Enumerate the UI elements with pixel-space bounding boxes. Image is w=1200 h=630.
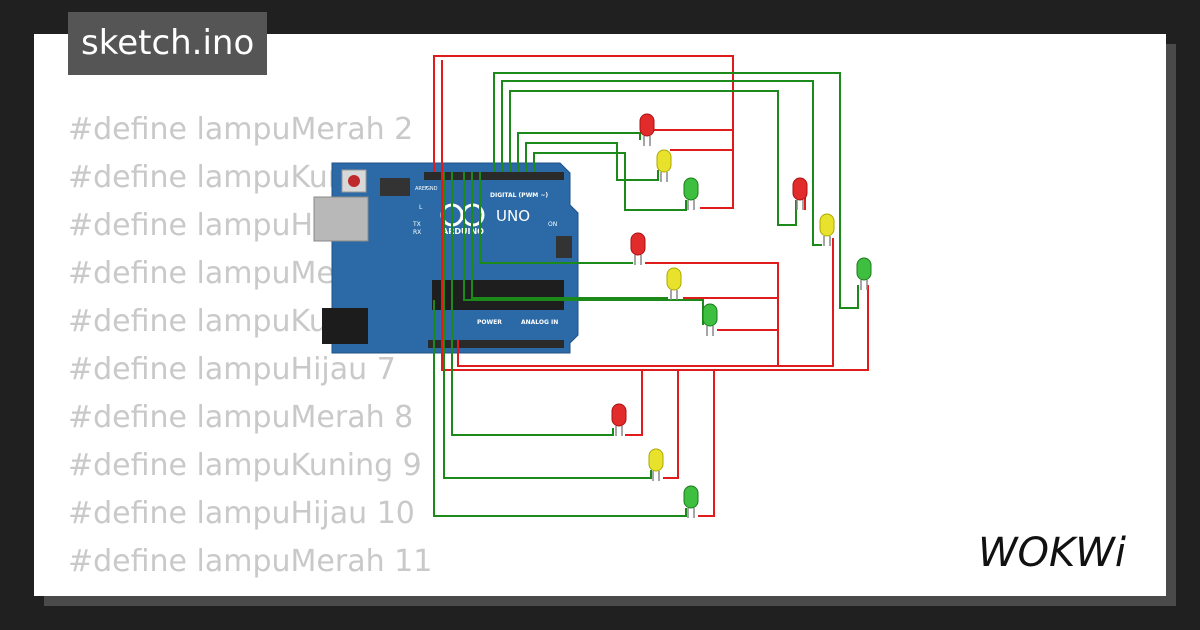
on-label: ON bbox=[548, 221, 557, 228]
code-line: #define lampuHijau 7 bbox=[68, 352, 396, 387]
wire-gnd[interactable] bbox=[625, 370, 643, 436]
wire-signal[interactable] bbox=[501, 80, 822, 246]
wire-gnd[interactable] bbox=[441, 60, 869, 371]
led-icon[interactable] bbox=[683, 177, 699, 210]
code-line: #define lampuMerah 11 bbox=[68, 544, 433, 579]
wire-signal[interactable] bbox=[479, 172, 633, 264]
led-icon[interactable] bbox=[702, 303, 718, 336]
wire-signal[interactable] bbox=[433, 300, 687, 517]
code-line: #define lampuMerah 2 bbox=[68, 112, 414, 147]
wire-signal[interactable] bbox=[517, 132, 641, 172]
led-icon[interactable] bbox=[856, 257, 872, 290]
wire-signal[interactable] bbox=[493, 72, 859, 309]
led-icon[interactable] bbox=[683, 485, 699, 518]
led-icon[interactable] bbox=[648, 448, 664, 481]
analog-label: ANALOG IN bbox=[521, 319, 558, 326]
rx-label: RX bbox=[413, 229, 421, 236]
power-analog-header bbox=[428, 340, 564, 348]
code-line: #define lampuHijau 10 bbox=[68, 496, 415, 531]
atmega-chip bbox=[432, 280, 564, 310]
code-line: #define lampuMerah 8 bbox=[68, 400, 414, 435]
tx-label: TX bbox=[412, 221, 421, 228]
led-icon[interactable] bbox=[819, 213, 835, 246]
board-model: UNO bbox=[496, 207, 530, 225]
wire-signal[interactable] bbox=[509, 90, 797, 226]
reset-button-cap bbox=[348, 175, 360, 187]
usb-port bbox=[313, 196, 369, 242]
wire-signal[interactable] bbox=[443, 172, 652, 479]
code-line: #define lampuKuning 9 bbox=[68, 448, 422, 483]
gnd-label: GND bbox=[426, 186, 438, 192]
leds bbox=[611, 113, 872, 518]
aref-label: AREF bbox=[415, 186, 428, 192]
l-label: L bbox=[419, 204, 423, 211]
wire-signal[interactable] bbox=[451, 172, 614, 436]
wire-gnd[interactable] bbox=[458, 262, 779, 367]
wire-gnd[interactable] bbox=[698, 370, 715, 517]
icsp-header-2 bbox=[556, 236, 572, 258]
digital-header-top bbox=[424, 172, 564, 180]
arduino-uno-board[interactable]: UNO ARDUINO DIGITAL (PWM ~) POWER ANALOG… bbox=[313, 162, 579, 354]
led-icon[interactable] bbox=[792, 177, 808, 210]
file-title: sketch.ino bbox=[68, 12, 268, 75]
wire-signal[interactable] bbox=[525, 142, 659, 181]
wire-signal[interactable] bbox=[533, 152, 687, 211]
power-label: POWER bbox=[477, 319, 502, 326]
led-icon[interactable] bbox=[611, 403, 627, 436]
svg-text:WOKWi: WOKWi bbox=[978, 530, 1126, 576]
wire-signal[interactable] bbox=[471, 172, 668, 299]
icsp-header bbox=[380, 178, 410, 196]
code-line: #define lampuKuning 12 bbox=[68, 586, 441, 596]
led-icon[interactable] bbox=[666, 267, 682, 300]
led-icon[interactable] bbox=[639, 113, 655, 146]
digital-label: DIGITAL (PWM ~) bbox=[490, 192, 548, 199]
wire-gnd[interactable] bbox=[663, 370, 679, 479]
power-jack bbox=[322, 308, 368, 344]
led-icon[interactable] bbox=[630, 232, 646, 265]
wokwi-logo: WOKWi bbox=[978, 530, 1126, 576]
led-icon[interactable] bbox=[656, 149, 672, 182]
